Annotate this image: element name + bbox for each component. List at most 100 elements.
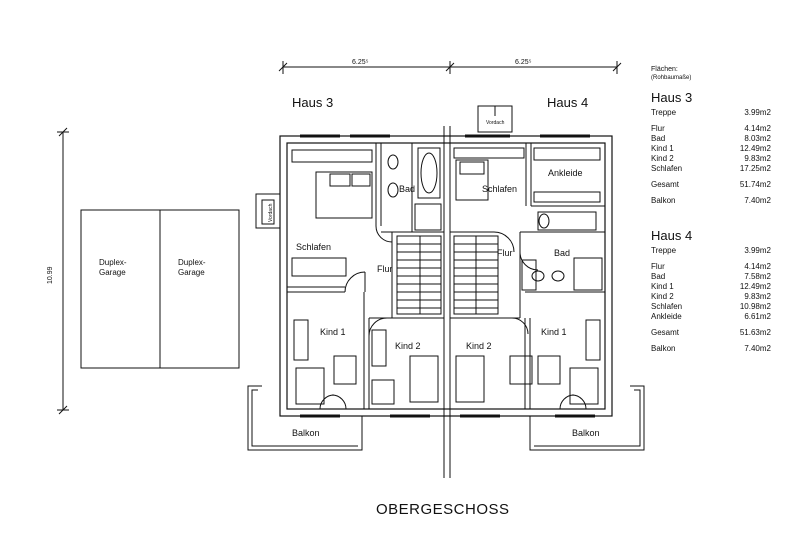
exterior-walls xyxy=(279,135,613,417)
area-row: Flur 4.14m2 xyxy=(651,262,771,272)
area-name: Schlafen xyxy=(651,164,683,173)
area-row: Schlafen 10.98m2 xyxy=(651,302,771,312)
area-table-header: Flächen: xyxy=(651,66,678,73)
area-value: 7.40m2 xyxy=(744,344,771,353)
area-value: 9.83m2 xyxy=(744,292,771,301)
area-row: Kind 1 12.49m2 xyxy=(651,144,771,154)
area-table-subheader: (Rohbaumaße) xyxy=(651,75,692,81)
haus4-staircase xyxy=(453,235,499,315)
area-name: Flur xyxy=(651,124,665,133)
area-total-row: Gesamt 51.63m2 xyxy=(651,328,771,338)
haus4-flur-label: Flur xyxy=(497,248,513,258)
area-value: 17.25m2 xyxy=(739,164,771,173)
area-row: Kind 2 9.83m2 xyxy=(651,292,771,302)
haus4-balkon-label: Balkon xyxy=(572,428,600,438)
haus3-kind2-label: Kind 2 xyxy=(395,341,421,351)
area-balkon-row: Balkon 7.40m2 xyxy=(651,344,771,354)
garage-label-right: Duplex-Garage xyxy=(178,258,206,277)
area-value: 51.63m2 xyxy=(739,328,771,337)
area-name: Bad xyxy=(651,272,666,281)
haus3-flur-label: Flur xyxy=(377,264,393,274)
haus3-schlafen-label: Schlafen xyxy=(296,242,331,252)
haus3-bad-label: Bad xyxy=(399,184,415,194)
area-value: 8.03m2 xyxy=(744,134,771,143)
haus4-balcony xyxy=(529,385,645,451)
garage-label-right-line2: Garage xyxy=(178,268,205,277)
area-value: 51.74m2 xyxy=(739,180,771,189)
area-row: Schlafen 17.25m2 xyxy=(651,164,771,174)
area-name: Treppe xyxy=(651,108,677,117)
garage-label-left-line2: Garage xyxy=(99,268,126,277)
area-balkon-row: Balkon 7.40m2 xyxy=(651,196,771,206)
area-value: 3.99m2 xyxy=(744,108,771,117)
haus3-vordach-label: Vordach xyxy=(268,203,274,222)
area-name: Schlafen xyxy=(651,302,683,311)
dim-top-left: 6.25⁵ xyxy=(352,59,369,66)
haus4-kind1-label: Kind 1 xyxy=(541,327,567,337)
area-total-row: Gesamt 51.74m2 xyxy=(651,180,771,190)
area-value: 12.49m2 xyxy=(739,144,771,153)
garage-label-left-line1: Duplex- xyxy=(99,258,127,267)
area-name: Balkon xyxy=(651,196,676,205)
area-value: 4.14m2 xyxy=(744,262,771,271)
party-wall xyxy=(443,126,451,478)
dim-top-right: 6.25⁵ xyxy=(515,59,532,66)
area-name: Gesamt xyxy=(651,180,680,189)
windows xyxy=(300,134,595,418)
area-table: Flächen: (Rohbaumaße) Haus 3 Treppe 3.99m… xyxy=(651,66,771,354)
area-name: Gesamt xyxy=(651,328,680,337)
garage-label-left: Duplex-Garage xyxy=(99,258,127,277)
floor-title: OBERGESCHOSS xyxy=(376,501,510,518)
area-haus3-title: Haus 3 xyxy=(651,90,693,105)
area-row: Treppe 3.99m2 xyxy=(651,246,771,256)
area-row: Bad 7.58m2 xyxy=(651,272,771,282)
haus3-balcony xyxy=(247,385,363,451)
haus3-vordach xyxy=(255,193,281,229)
area-value: 10.98m2 xyxy=(739,302,771,311)
area-haus4-title: Haus 4 xyxy=(651,228,693,243)
area-name: Treppe xyxy=(651,246,677,255)
haus4-interior-walls xyxy=(450,143,605,409)
haus4-vordach-label: Vordach xyxy=(486,120,505,126)
haus3-furniture xyxy=(291,147,442,405)
haus4-furniture xyxy=(453,147,603,405)
haus4-schlafen-label: Schlafen xyxy=(482,184,517,194)
area-row: Kind 1 12.49m2 xyxy=(651,282,771,292)
haus3-kind1-label: Kind 1 xyxy=(320,327,346,337)
area-value: 7.40m2 xyxy=(744,196,771,205)
area-name: Flur xyxy=(651,262,665,271)
area-value: 9.83m2 xyxy=(744,154,771,163)
haus4-bad-label: Bad xyxy=(554,248,570,258)
area-value: 4.14m2 xyxy=(744,124,771,133)
haus4-vordach xyxy=(477,105,513,133)
vertical-dimension-line xyxy=(57,127,69,415)
area-name: Bad xyxy=(651,134,666,143)
haus3-title: Haus 3 xyxy=(292,95,333,110)
area-row: Flur 4.14m2 xyxy=(651,124,771,134)
duplex-garage xyxy=(80,209,240,369)
area-value: 3.99m2 xyxy=(744,246,771,255)
area-name: Kind 1 xyxy=(651,144,674,153)
area-name: Kind 2 xyxy=(651,292,674,301)
area-name: Kind 1 xyxy=(651,282,674,291)
area-row: Kind 2 9.83m2 xyxy=(651,154,771,164)
area-name: Kind 2 xyxy=(651,154,674,163)
top-dimension-line xyxy=(278,61,622,74)
haus4-title: Haus 4 xyxy=(547,95,588,110)
area-name: Ankleide xyxy=(651,312,682,321)
haus4-kind2-label: Kind 2 xyxy=(466,341,492,351)
area-row: Treppe 3.99m2 xyxy=(651,108,771,118)
haus4-ankleide-label: Ankleide xyxy=(548,168,583,178)
area-value: 12.49m2 xyxy=(739,282,771,291)
area-name: Balkon xyxy=(651,344,676,353)
dim-vertical: 10.99 xyxy=(47,266,54,284)
haus3-balkon-label: Balkon xyxy=(292,428,320,438)
garage-label-right-line1: Duplex- xyxy=(178,258,206,267)
haus3-staircase xyxy=(396,235,442,315)
area-row: Ankleide 6.61m2 xyxy=(651,312,771,322)
area-value: 6.61m2 xyxy=(744,312,771,321)
area-value: 7.58m2 xyxy=(744,272,771,281)
haus3-interior-walls xyxy=(287,143,444,409)
area-row: Bad 8.03m2 xyxy=(651,134,771,144)
